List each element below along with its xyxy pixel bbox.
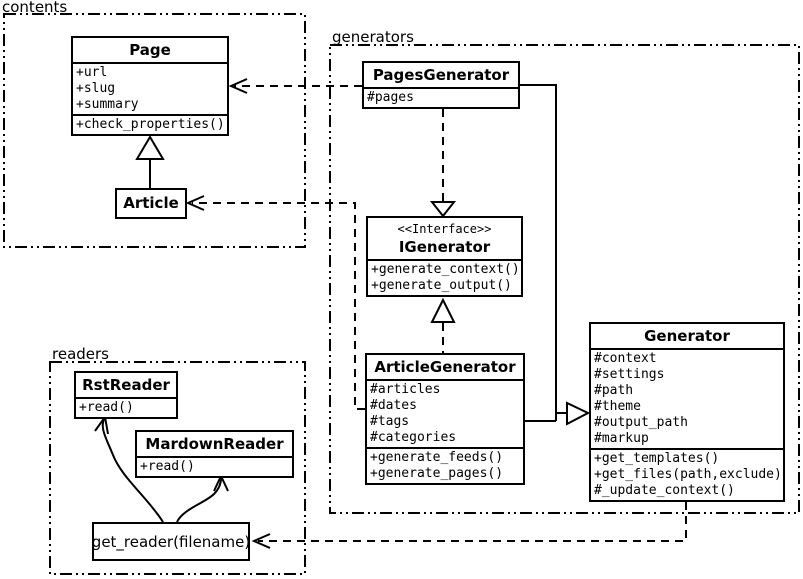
uml-method: +get_templates() [594, 451, 720, 466]
call-getreader-rstreader-arrowhead [94, 414, 109, 435]
uml-method: +check_properties() [76, 117, 225, 132]
uml-attribute: #categories [370, 430, 457, 445]
dependency-generator-getreader-line [258, 502, 687, 542]
uml-attribute: #pages [367, 90, 414, 105]
uml-attribute: #tags [370, 414, 410, 429]
class-pages-generator-title: PagesGenerator [372, 66, 510, 84]
class-generator-methods: +get_templates() +get_files(path,exclude… [591, 448, 783, 500]
package-generators-label: generators [332, 28, 414, 46]
function-get-reader: get_reader(filename) [92, 522, 250, 561]
package-contents-label: contents [2, 0, 68, 16]
dependency-pagesgenerator-page-arrowhead [228, 78, 248, 94]
uml-method: +generate_feeds() [370, 450, 504, 465]
realization-articlegenerator-igenerator-arrowhead [430, 297, 456, 323]
uml-method: +generate_context() [371, 262, 520, 277]
class-page: Page +url +slug +summary +check_properti… [71, 36, 229, 136]
dependency-generator-getreader-arrowhead [251, 533, 271, 549]
uml-attribute: +slug [76, 81, 116, 96]
class-mardown-reader-title: MardownReader [145, 435, 284, 453]
package-readers-border [49, 361, 306, 575]
uml-attribute: #articles [370, 382, 441, 397]
class-article: Article [115, 188, 187, 219]
class-rst-reader-title: RstReader [82, 376, 170, 394]
uml-attribute: +summary [76, 97, 139, 112]
class-generator-attributes: #context #settings #path #theme #output_… [591, 348, 783, 448]
class-generator-title: Generator [644, 327, 730, 345]
package-generators-border [329, 44, 800, 514]
inheritance-generator-arrowhead [566, 401, 591, 426]
uml-method: +generate_output() [371, 278, 512, 293]
uml-attribute: #path [594, 383, 634, 398]
class-generator: Generator #context #settings #path #them… [589, 322, 785, 502]
uml-attribute: #dates [370, 398, 417, 413]
uml-attribute: #theme [594, 399, 641, 414]
uml-method: #_update_context() [594, 483, 735, 498]
class-article-generator-attributes: #articles #dates #tags #categories [367, 379, 523, 447]
class-igenerator-title: IGenerator [398, 238, 491, 256]
class-rst-reader-methods: +read() [76, 397, 176, 417]
uml-method: +get_files(path,exclude) [594, 467, 782, 482]
class-igenerator-methods: +generate_context() +generate_output() [368, 259, 521, 295]
uml-method: +read() [140, 459, 195, 474]
dependency-articlegenerator-article-arrowhead [185, 195, 205, 211]
call-getreader-rstreader-line [101, 418, 164, 523]
class-page-title: Page [129, 41, 171, 59]
uml-attribute: #context [594, 351, 657, 366]
class-page-attributes: +url +slug +summary [73, 62, 227, 114]
inheritance-pagesgenerator-generator-line [519, 84, 557, 421]
uml-attribute: #settings [594, 367, 665, 382]
class-igenerator: <<Interface>> IGenerator +generate_conte… [366, 216, 523, 297]
class-article-title: Article [123, 194, 179, 212]
call-getreader-mardownreader-line [176, 477, 222, 523]
realization-pagesgenerator-igenerator-arrowhead [429, 201, 457, 218]
uml-attribute: #output_path [594, 415, 688, 430]
class-rst-reader: RstReader +read() [74, 371, 178, 419]
class-page-methods: +check_properties() [73, 114, 227, 134]
class-igenerator-stereotype: <<Interface>> [397, 222, 492, 236]
class-pages-generator: PagesGenerator #pages [362, 61, 520, 109]
package-contents-border [3, 13, 306, 248]
class-article-generator: ArticleGenerator #articles #dates #tags … [365, 353, 525, 485]
uml-method: +read() [79, 400, 134, 415]
package-readers-label: readers [52, 345, 109, 363]
uml-method: +generate_pages() [370, 466, 504, 481]
class-article-generator-title: ArticleGenerator [374, 358, 516, 376]
inheritance-article-page-arrowhead [135, 135, 165, 160]
dependency-articlegenerator-article-line [192, 202, 365, 410]
class-mardown-reader: MardownReader +read() [135, 430, 294, 478]
uml-attribute: +url [76, 65, 108, 80]
uml-attribute: #markup [594, 431, 649, 446]
class-mardown-reader-methods: +read() [137, 456, 292, 476]
function-get-reader-label: get_reader(filename) [91, 532, 251, 551]
class-pages-generator-attributes: #pages [364, 87, 518, 107]
class-article-generator-methods: +generate_feeds() +generate_pages() [367, 447, 523, 483]
